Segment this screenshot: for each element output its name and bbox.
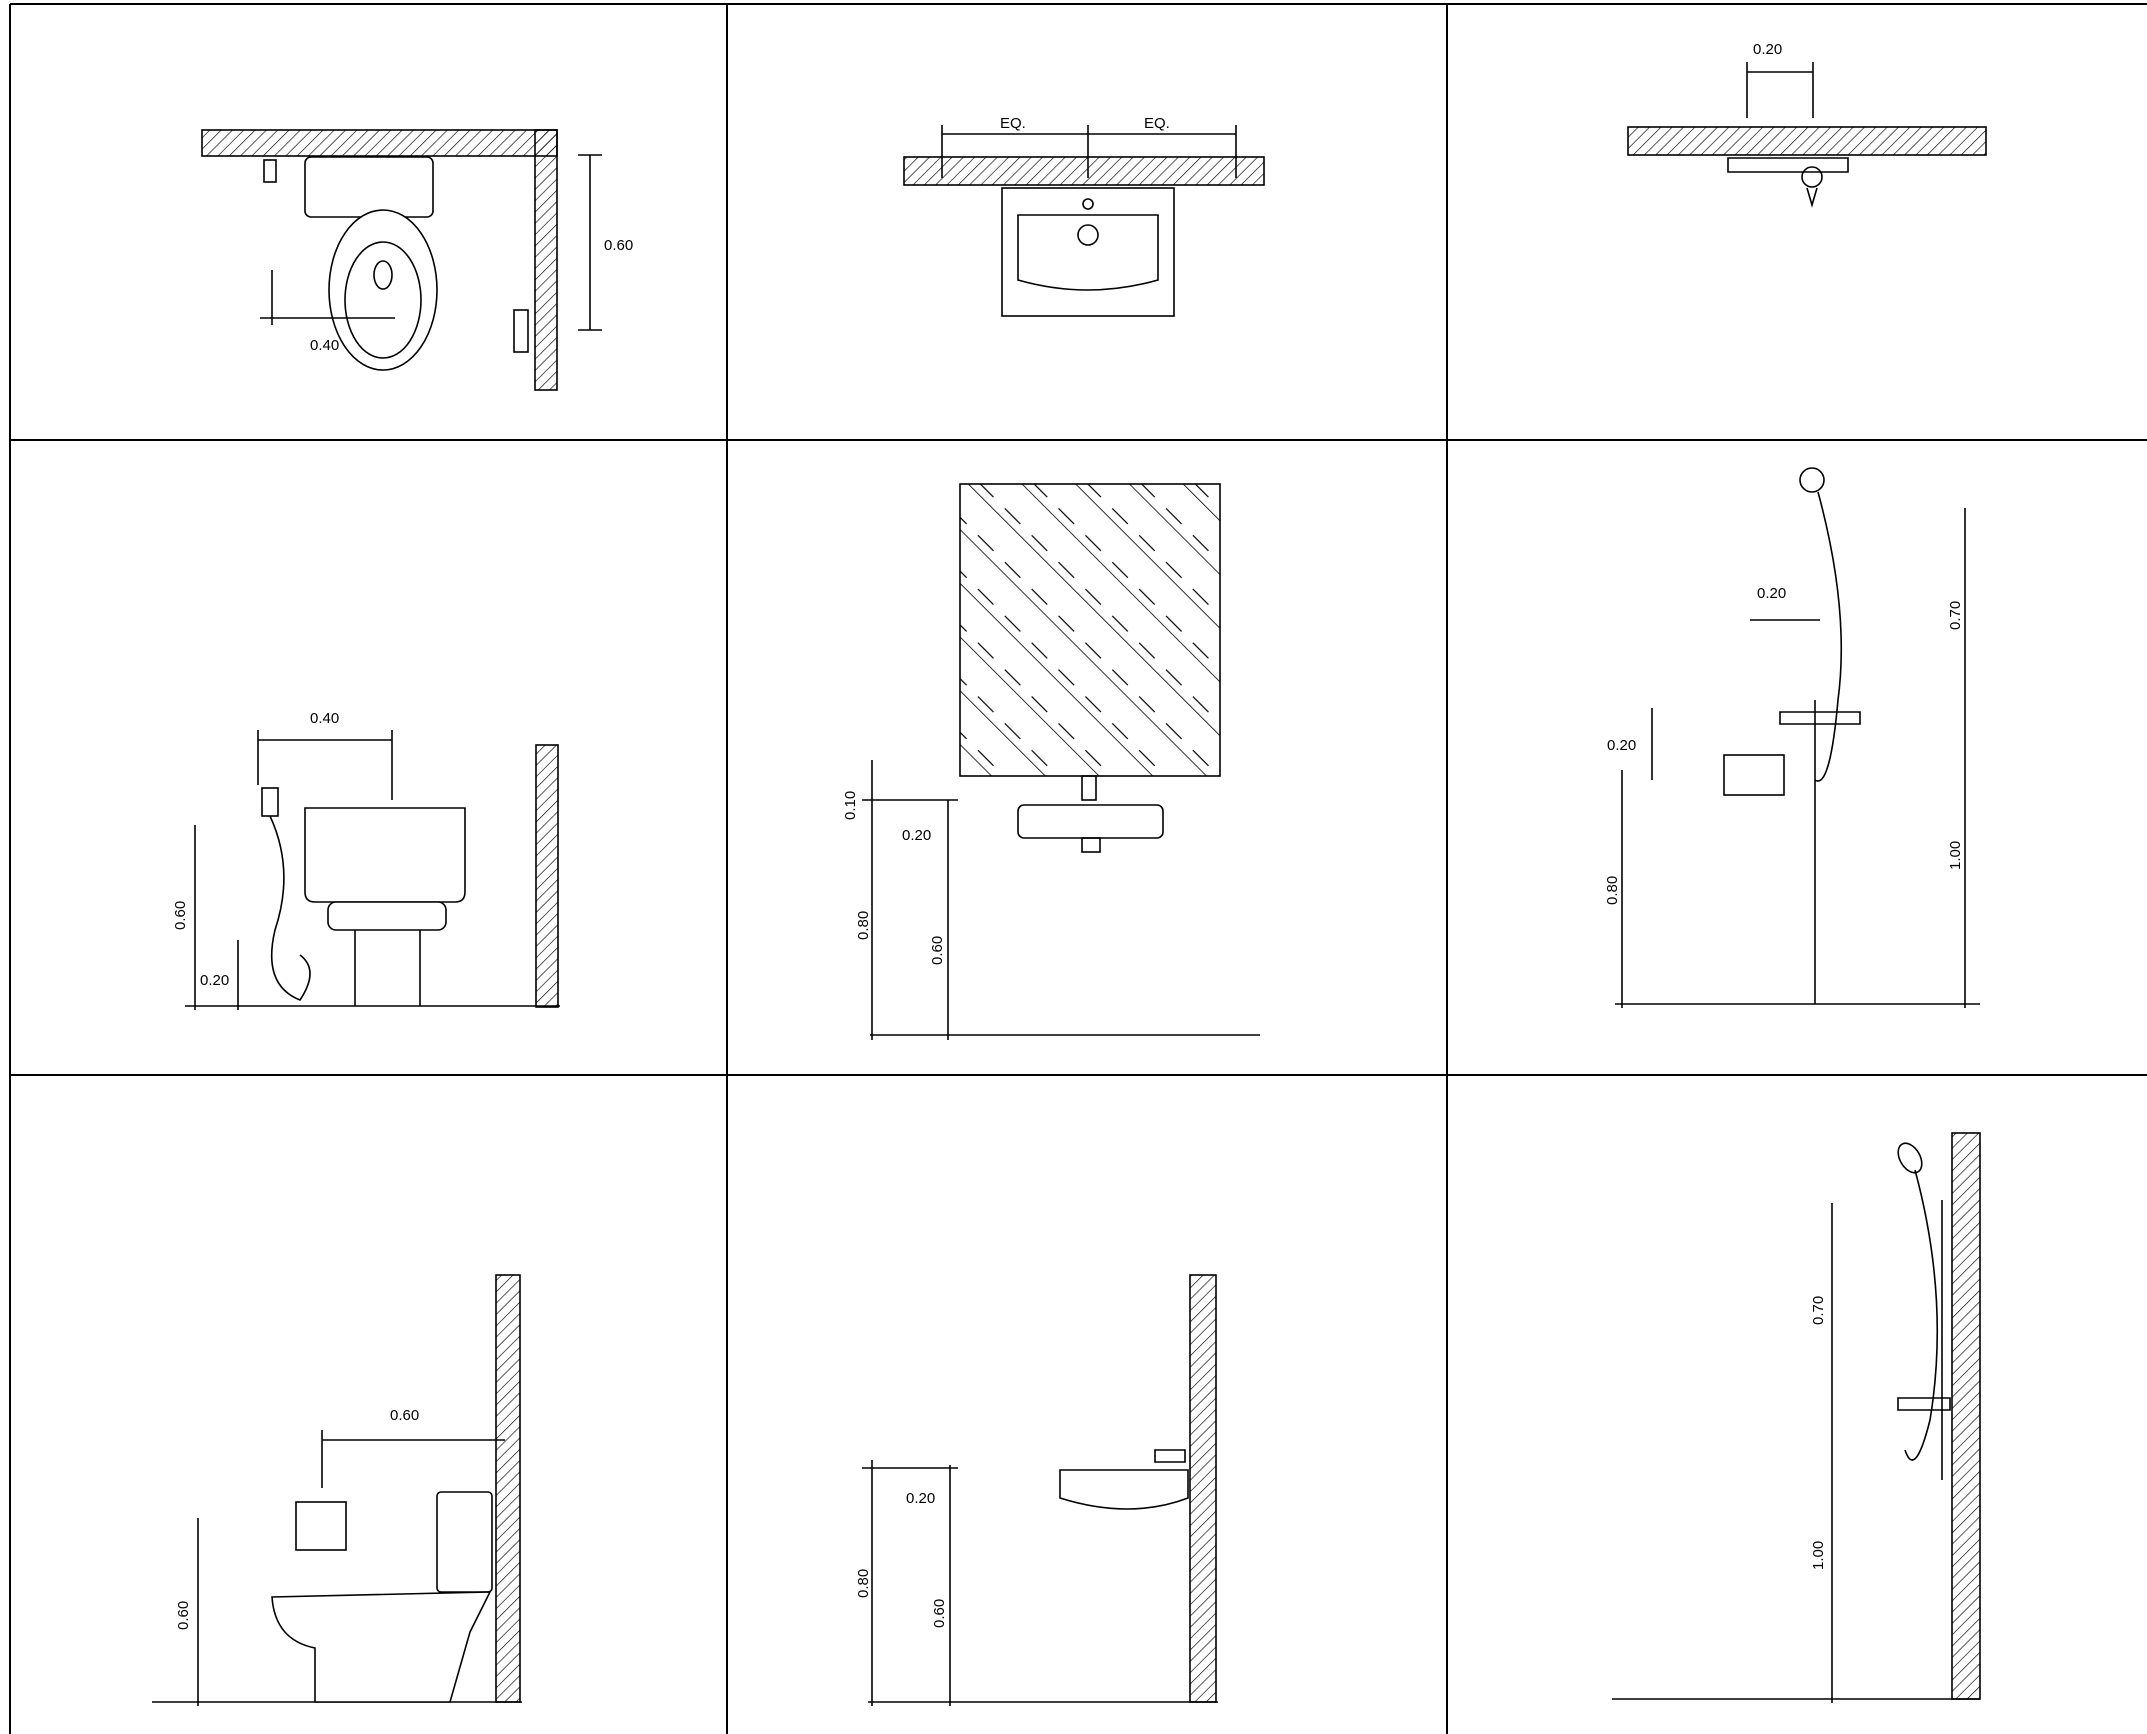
basin-side-dim-a: 0.20	[906, 1490, 935, 1507]
cistern	[436, 1491, 493, 1593]
shower-front-elevation	[1615, 467, 1980, 1008]
basin-front-elevation	[862, 483, 1260, 1040]
basin	[1017, 804, 1164, 839]
basin-outline	[1001, 187, 1175, 317]
mixer	[1897, 1397, 1951, 1411]
wc-side-elevation	[152, 1274, 522, 1706]
basin-side-elevation	[862, 1274, 1218, 1706]
hose-holder	[513, 309, 529, 353]
wc-side-dim-top: 0.60	[390, 1407, 419, 1424]
shower-front-dim-c: 0.80	[1604, 876, 1621, 905]
mixer	[1779, 711, 1861, 725]
shower-mixer	[1727, 157, 1849, 173]
wc-side-dim-height: 0.60	[175, 1601, 192, 1630]
shower-side-elevation	[1612, 1132, 1981, 1703]
basin-side-dim-b: 0.80	[855, 1569, 872, 1598]
wall-top	[903, 156, 1265, 186]
shower-head	[1799, 467, 1825, 493]
basin-drain	[1077, 224, 1099, 246]
basin-front-dim-a: 0.10	[842, 791, 859, 820]
shower-hose	[1904, 1169, 1939, 1461]
soap-niche	[1723, 754, 1785, 796]
shower-front-dim-e: 1.00	[1947, 841, 1964, 870]
hose	[269, 815, 311, 1001]
shower-head	[1897, 1142, 1923, 1174]
bowl-rim	[327, 901, 447, 931]
shower-front-dim-b: 0.20	[1607, 737, 1636, 754]
basin-plan-dim-right: EQ.	[1144, 115, 1170, 132]
wall-right	[535, 744, 559, 1008]
toilet-bowl	[328, 209, 438, 371]
basin-bowl	[1017, 214, 1159, 291]
basin-plan-view	[903, 125, 1265, 317]
shower-plan-dim-top: 0.20	[1753, 41, 1782, 58]
tap	[1154, 1449, 1186, 1463]
basin	[1059, 1469, 1189, 1510]
hose-spray	[261, 787, 279, 817]
basin-plan-dim-left: EQ.	[1000, 115, 1026, 132]
paper-holder	[295, 1501, 347, 1551]
shower-hose	[1814, 491, 1843, 782]
cistern	[304, 807, 466, 903]
shower-side-dim-b: 1.00	[1810, 1541, 1827, 1570]
wall-right	[534, 129, 558, 391]
wc-front-dim-top: 0.40	[310, 710, 339, 727]
wc-front-dim-low: 0.20	[200, 972, 229, 989]
wall-right	[1189, 1274, 1217, 1703]
wc-front-elevation	[185, 730, 560, 1010]
sheet-grid	[9, 3, 2147, 1734]
wc-front-dim-height: 0.60	[172, 901, 189, 930]
basin-front-dim-c: 0.80	[855, 911, 872, 940]
drain	[373, 260, 393, 290]
cistern	[304, 156, 434, 218]
mirror	[959, 483, 1221, 777]
shower-front-dim-d: 0.70	[1947, 601, 1964, 630]
wall-top	[1627, 126, 1987, 156]
tap-hole	[1082, 198, 1094, 210]
wall-right	[1951, 1132, 1981, 1700]
shower-side-dim-a: 0.70	[1810, 1296, 1827, 1325]
wall-right	[495, 1274, 521, 1703]
wall-top	[201, 129, 558, 157]
shower-front-dim-a: 0.20	[1757, 585, 1786, 602]
toilet-body	[271, 1591, 492, 1703]
shower-plan-view	[1627, 62, 1987, 208]
pedestal	[354, 930, 421, 1006]
basin-front-dim-d: 0.60	[929, 936, 946, 965]
wc-plan-dim-axis: 0.40	[310, 337, 339, 354]
paper-holder	[263, 159, 277, 183]
basin-front-dim-b: 0.20	[902, 827, 931, 844]
wc-plan-dim-side: 0.60	[604, 237, 633, 254]
basin-side-dim-c: 0.60	[931, 1599, 948, 1628]
toilet-seat	[344, 241, 422, 359]
wc-plan-view	[201, 129, 602, 391]
